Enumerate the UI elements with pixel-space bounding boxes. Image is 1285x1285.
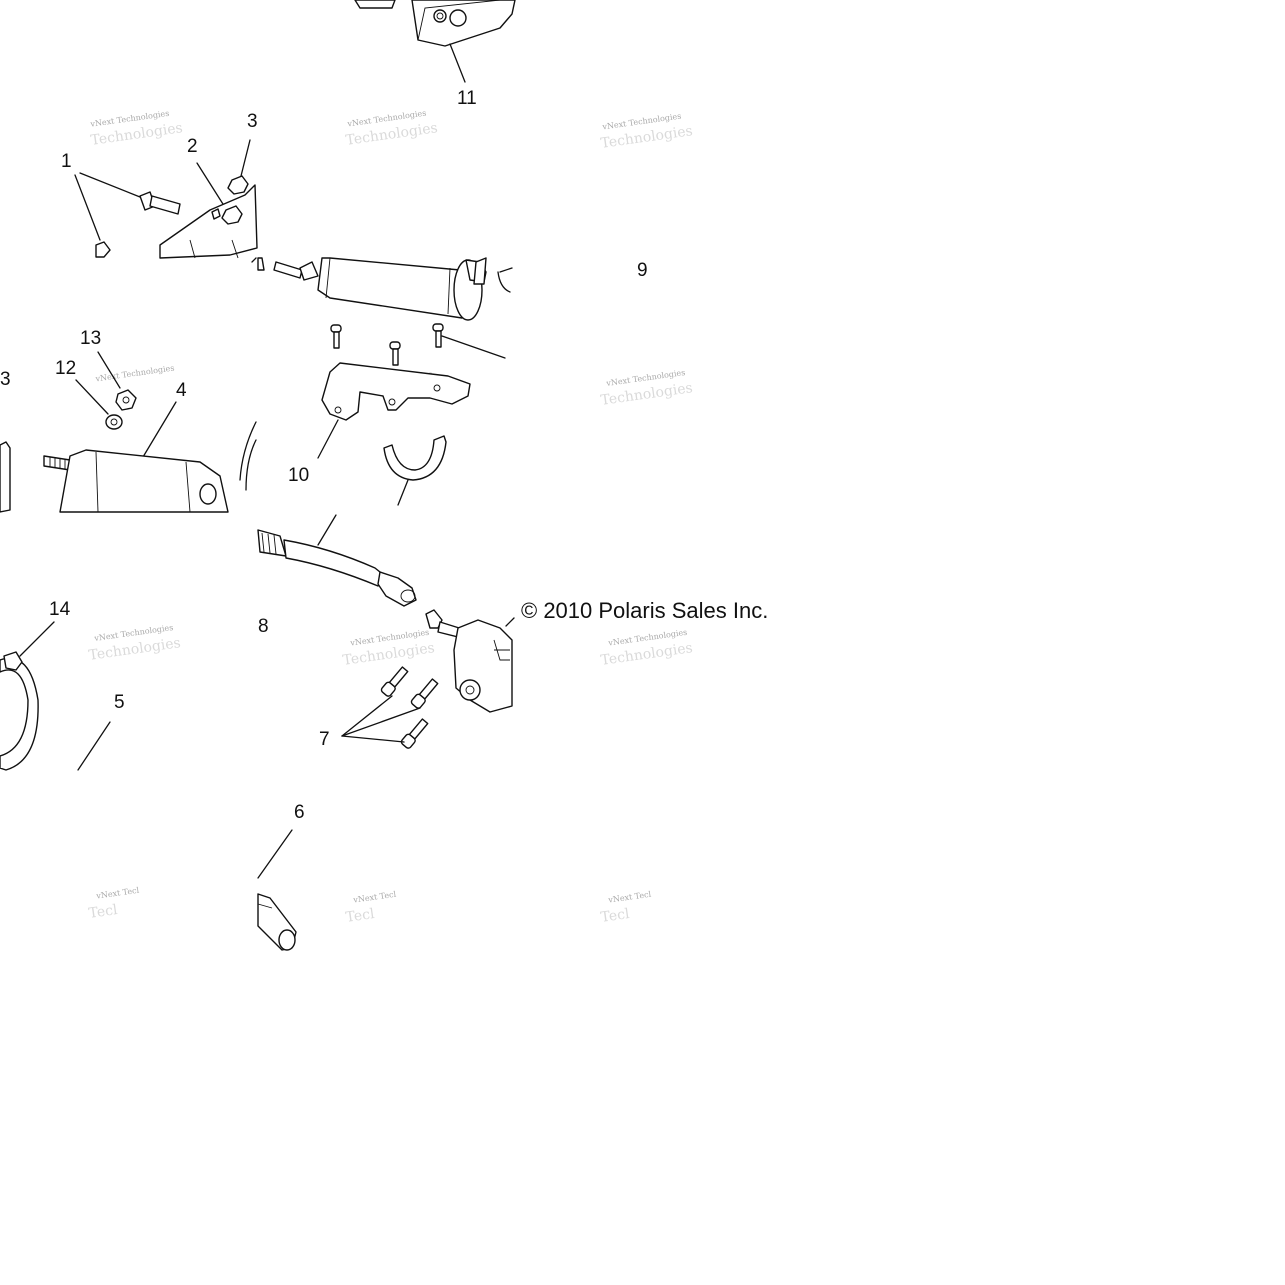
callout-2: 2 xyxy=(187,136,198,157)
callout-8: 8 xyxy=(258,616,269,637)
parts-12-13-4-cluster: 3 13 12 4 xyxy=(0,328,257,513)
callout-4: 4 xyxy=(176,380,187,401)
watermark: Technologies vNext Technologies xyxy=(600,368,694,409)
watermark: Technologies vNext Technologies xyxy=(342,628,436,669)
watermark: Tecl vNext Tecl xyxy=(88,886,140,922)
watermark: Technologies vNext Technologies xyxy=(600,112,694,152)
callout-14: 14 xyxy=(49,599,71,620)
watermark-group: Technologies vNext Technologies Technolo… xyxy=(88,109,694,926)
callout-6: 6 xyxy=(294,802,305,823)
watermark: Technologies vNext Technologies xyxy=(345,109,439,149)
callout-1: 1 xyxy=(61,151,72,172)
watermark-text: vNext Tecl xyxy=(607,890,652,905)
watermark: Tecl vNext Tecl xyxy=(600,890,652,926)
part-7-bolts: 7 xyxy=(319,666,439,750)
part-10-bracket: 10 xyxy=(288,323,506,506)
watermark: Tecl vNext Tecl xyxy=(345,890,397,926)
part-11-bracket: 11 xyxy=(354,0,516,109)
screw xyxy=(389,341,401,366)
part-9-starter: 9 xyxy=(251,257,648,321)
part-cable xyxy=(257,514,417,607)
copyright-notice: © 2010 Polaris Sales Inc. xyxy=(521,598,768,623)
callout-13: 13 xyxy=(80,328,101,349)
watermark: Technologies vNext Technologies xyxy=(88,623,182,664)
callout-9: 9 xyxy=(637,260,648,281)
callout-3: 3 xyxy=(247,111,258,132)
callout-3-cropped: 3 xyxy=(0,369,11,390)
watermark: Technologies vNext Technologies xyxy=(89,109,184,149)
part-14-clamp: 14 5 8 xyxy=(0,599,269,771)
callout-12: 12 xyxy=(55,358,76,379)
part-6-pin: 6 xyxy=(257,802,305,951)
watermark-text: Tecl xyxy=(88,902,119,922)
parts-1-2-3-cluster: 1 2 3 xyxy=(61,111,258,259)
watermark-text: Tecl xyxy=(600,906,631,926)
bolt xyxy=(400,718,429,749)
part-drive-assembly xyxy=(425,609,515,713)
screw xyxy=(330,324,342,349)
callout-7: 7 xyxy=(319,729,330,750)
callout-11: 11 xyxy=(457,88,477,109)
watermark-text: Tecl xyxy=(345,906,376,926)
bolt xyxy=(410,678,439,709)
watermark-text: vNext Tecl xyxy=(352,890,397,905)
bolt xyxy=(380,666,409,697)
callout-5: 5 xyxy=(114,692,125,713)
watermark-text: vNext Tecl xyxy=(95,886,140,901)
screw xyxy=(432,323,444,348)
watermark: Technologies vNext Technologies xyxy=(600,628,694,669)
callout-10: 10 xyxy=(288,465,309,486)
